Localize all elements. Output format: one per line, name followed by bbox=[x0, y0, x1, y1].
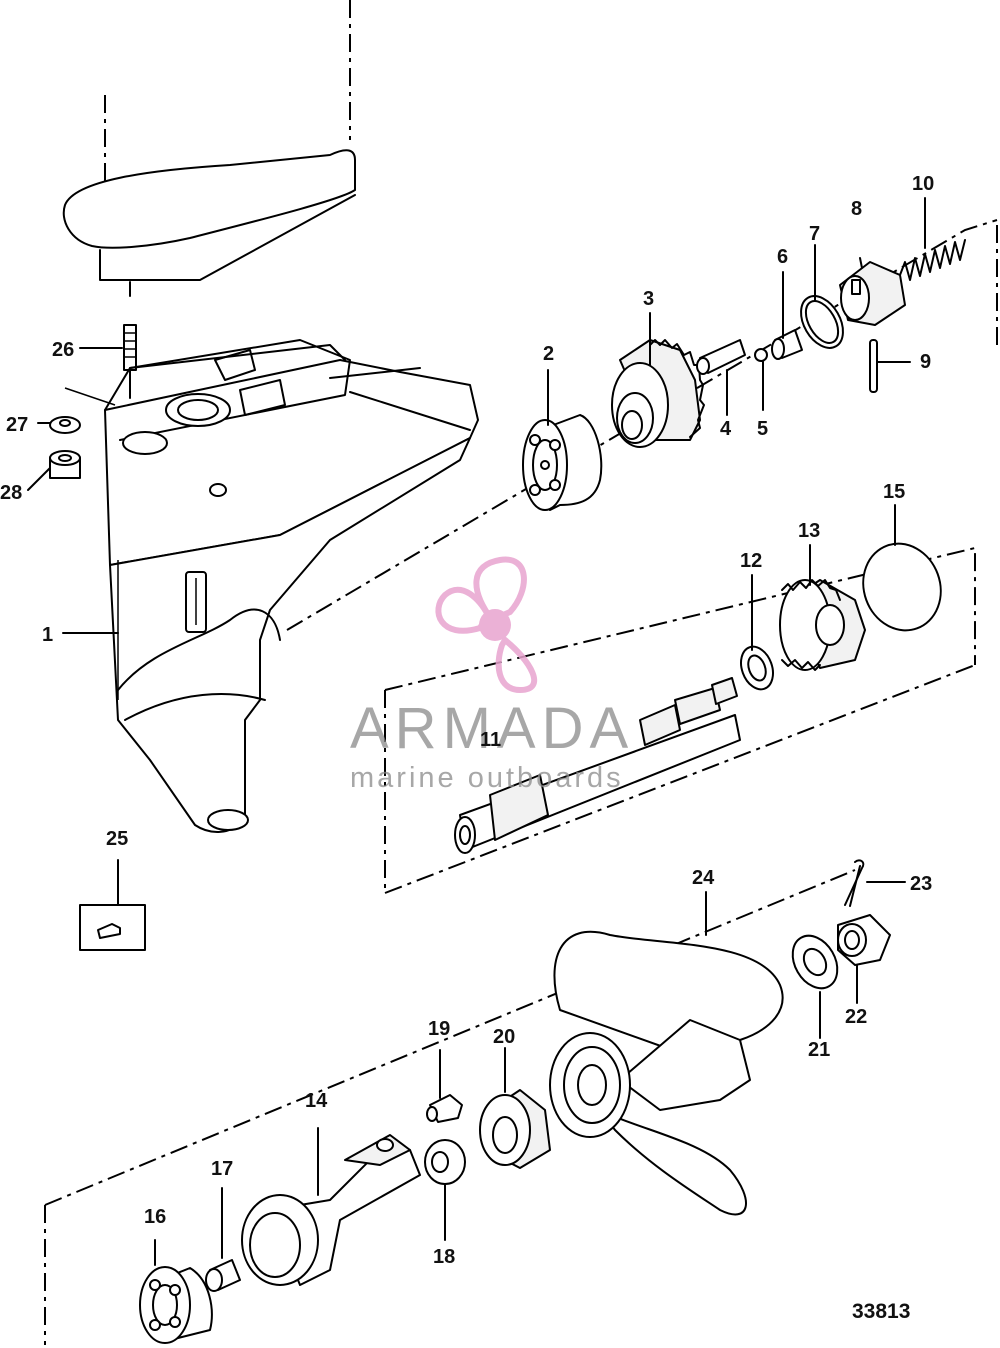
part-25-boxed-component bbox=[79, 859, 146, 951]
callout-1: 1 bbox=[42, 624, 53, 646]
part-3-gear bbox=[611, 339, 705, 448]
part-11-propshaft bbox=[454, 677, 741, 854]
part-4-pin bbox=[696, 339, 746, 375]
part-21-washer bbox=[791, 934, 839, 1039]
part-17-needle-bearing bbox=[205, 1187, 241, 1292]
armada-logo-icon bbox=[435, 556, 538, 694]
part-15-o-ring bbox=[862, 542, 942, 632]
part-23-cotter-pin bbox=[844, 859, 906, 907]
part-28-nut bbox=[49, 450, 81, 479]
part-9-pin bbox=[869, 339, 911, 393]
callout-27: 27 bbox=[6, 414, 28, 436]
callout-9: 9 bbox=[920, 351, 931, 373]
callout-12: 12 bbox=[740, 550, 762, 572]
watermark: ARMADA marine outboards bbox=[350, 556, 634, 794]
part-24-propeller bbox=[549, 891, 784, 1216]
watermark-tagline: marine outboards bbox=[350, 762, 624, 794]
lower-section-top bbox=[44, 869, 856, 1206]
callout-8: 8 bbox=[851, 198, 862, 220]
leader-lines bbox=[27, 244, 896, 651]
upper-section-line bbox=[286, 219, 998, 631]
callout-19: 19 bbox=[428, 1018, 450, 1040]
callout-14: 14 bbox=[305, 1090, 328, 1112]
callout-3: 3 bbox=[643, 288, 654, 310]
callout-7: 7 bbox=[809, 223, 820, 245]
callout-24: 24 bbox=[692, 867, 715, 889]
callout-labels: 1 2 3 4 5 6 7 8 9 10 11 12 13 14 15 16 1… bbox=[0, 173, 934, 1268]
section-boundaries bbox=[44, 219, 998, 1345]
part-6-shifter bbox=[771, 329, 803, 360]
callout-10: 10 bbox=[912, 173, 934, 195]
callout-18: 18 bbox=[433, 1246, 455, 1268]
middle-section-bottom bbox=[384, 664, 976, 894]
part-18-washer bbox=[424, 1139, 466, 1241]
part-2-bearing bbox=[522, 414, 603, 511]
callout-6: 6 bbox=[777, 246, 788, 268]
part-27-washer bbox=[49, 387, 116, 434]
part-20-thrust-hub bbox=[479, 1047, 551, 1169]
callout-5: 5 bbox=[757, 418, 768, 440]
callout-28: 28 bbox=[0, 482, 22, 504]
driveshaft-housing-reference bbox=[62, 0, 356, 297]
middle-section-top bbox=[384, 546, 976, 691]
part-19-screw bbox=[426, 1049, 463, 1123]
callout-21: 21 bbox=[808, 1039, 830, 1061]
part-16-bearing bbox=[139, 1239, 213, 1344]
figure-number: 33813 bbox=[852, 1300, 910, 1323]
part-7-ring bbox=[800, 295, 844, 349]
callout-26: 26 bbox=[52, 339, 74, 361]
part-10-spring bbox=[899, 197, 966, 281]
part-26-stud bbox=[123, 324, 137, 399]
callout-4: 4 bbox=[720, 418, 732, 440]
callout-11: 11 bbox=[480, 729, 501, 751]
part-12-washer bbox=[740, 645, 774, 691]
callout-22: 22 bbox=[845, 1006, 867, 1028]
part-8-clutch bbox=[839, 257, 906, 326]
part-22-nut bbox=[837, 914, 891, 1004]
callout-13: 13 bbox=[798, 520, 820, 542]
callout-16: 16 bbox=[144, 1206, 166, 1228]
part-14-bearing-carrier bbox=[241, 1127, 421, 1286]
watermark-brand: ARMADA bbox=[350, 696, 634, 761]
callout-17: 17 bbox=[211, 1158, 233, 1180]
callout-25: 25 bbox=[106, 828, 128, 850]
callout-2: 2 bbox=[543, 343, 554, 365]
part-5-ball bbox=[754, 348, 768, 362]
callout-23: 23 bbox=[910, 873, 932, 895]
callout-15: 15 bbox=[883, 481, 905, 503]
part-1-gear-housing bbox=[104, 339, 479, 833]
callout-20: 20 bbox=[493, 1026, 515, 1048]
part-13-gear bbox=[779, 579, 866, 671]
